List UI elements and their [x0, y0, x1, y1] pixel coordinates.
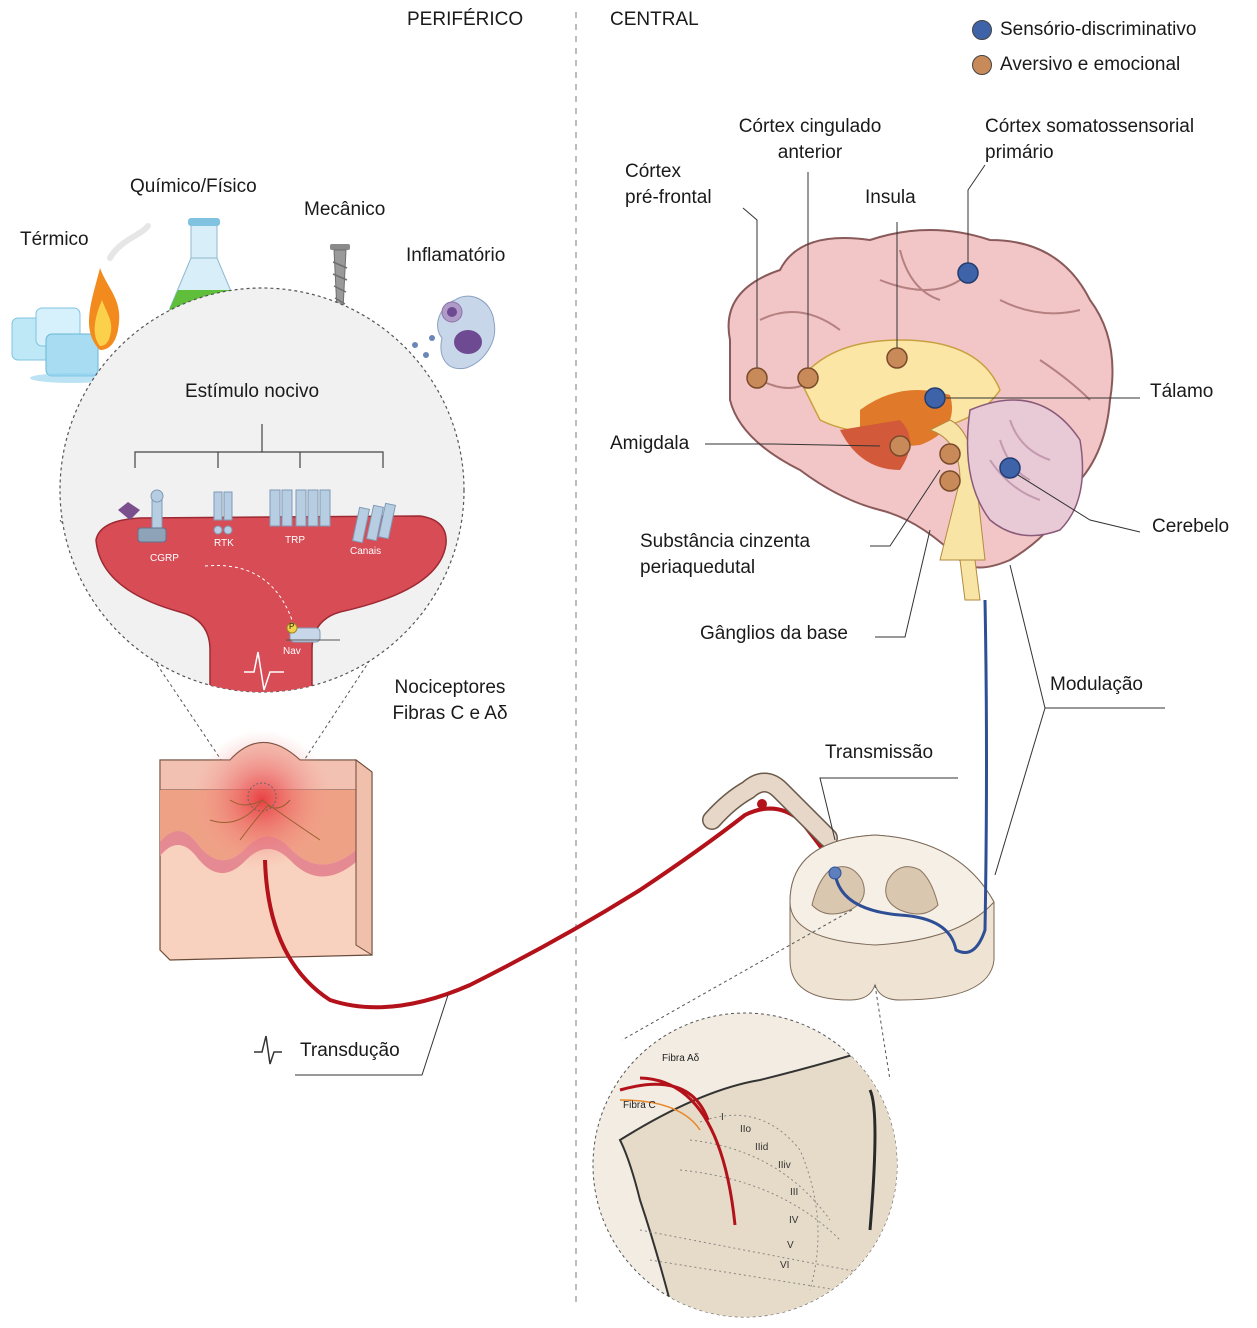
label-mechanical: Mecânico: [304, 197, 385, 223]
label-rtk: RTK: [214, 538, 234, 549]
label-channels: Canais: [350, 546, 381, 557]
label-thermal: Térmico: [20, 227, 89, 253]
label-noxious-stimulus: Estímulo nocivo: [185, 379, 319, 405]
peripheral-header: PERIFÉRICO: [407, 7, 523, 33]
label-p: P: [289, 622, 294, 631]
lamina-1: I: [721, 1112, 724, 1123]
label-prefrontal: Córtex pré-frontal: [625, 159, 712, 211]
pag-line2: periaquedutal: [640, 555, 865, 581]
lamina-2o: IIo: [740, 1124, 751, 1135]
aversive-dot-icon: [972, 55, 992, 75]
label-transmission: Transmissão: [825, 740, 933, 766]
somato-line2: primário: [985, 140, 1194, 166]
label-inflammatory: Inflamatório: [406, 243, 505, 269]
label-fiber-ad: Fibra Aδ: [662, 1053, 699, 1064]
label-modulation: Modulação: [1050, 672, 1143, 698]
label-pag: Substância cinzenta periaquedutal: [640, 529, 865, 581]
trp-channel-icon: [270, 490, 330, 526]
skin-block: [160, 730, 372, 960]
label-nociceptors: Nociceptores Fibras C e Aδ: [380, 675, 520, 727]
prefrontal-line1: Córtex: [625, 159, 712, 185]
label-somatosensory: Córtex somatossensorial primário: [985, 114, 1194, 166]
nociceptors-line1: Nociceptores: [380, 675, 520, 701]
cingulate-line2: anterior: [715, 140, 905, 166]
label-cerebellum: Cerebelo: [1152, 514, 1229, 540]
dorsal-horn-neuron: [829, 867, 841, 879]
nociceptor-magnifier: [60, 288, 464, 700]
sensory-dot-icon: [972, 20, 992, 40]
label-thalamus: Tálamo: [1150, 379, 1213, 405]
dorsal-horn-magnifier: [593, 1013, 900, 1328]
prefrontal-line2: pré-frontal: [625, 185, 712, 211]
label-amygdala: Amigdala: [610, 431, 689, 457]
legend-aversive-label: Aversivo e emocional: [1000, 52, 1180, 78]
lamina-6: VI: [780, 1260, 789, 1271]
lamina-2id: IIid: [755, 1142, 768, 1153]
label-transduction: Transdução: [300, 1038, 400, 1064]
lamina-4: IV: [789, 1215, 798, 1226]
nociceptors-line2: Fibras C e Aδ: [380, 701, 520, 727]
legend-sensory: Sensório-discriminativo: [972, 17, 1196, 43]
label-nav: Nav: [283, 646, 301, 657]
lamina-3: III: [790, 1187, 798, 1198]
legend-aversive: Aversivo e emocional: [972, 52, 1180, 78]
spinal-cord: [712, 783, 994, 1001]
pag-line1: Substância cinzenta: [640, 529, 865, 555]
label-cgrp: CGRP: [150, 553, 179, 564]
label-insula: Insula: [865, 185, 916, 211]
label-cingulate: Córtex cingulado anterior: [715, 114, 905, 166]
lamina-5: V: [787, 1240, 794, 1251]
label-fiber-c: Fibra C: [623, 1100, 656, 1111]
ion-channel-icon: [353, 503, 396, 542]
lamina-2iv: IIiv: [778, 1160, 791, 1171]
action-potential-icon: [254, 1036, 282, 1064]
central-header: CENTRAL: [610, 7, 699, 33]
label-chemical: Químico/Físico: [130, 174, 257, 200]
label-trp: TRP: [285, 535, 305, 546]
cingulate-line1: Córtex cingulado: [715, 114, 905, 140]
label-basal-ganglia: Gânglios da base: [700, 621, 848, 647]
somato-line1: Córtex somatossensorial: [985, 114, 1194, 140]
legend-sensory-label: Sensório-discriminativo: [1000, 17, 1196, 43]
